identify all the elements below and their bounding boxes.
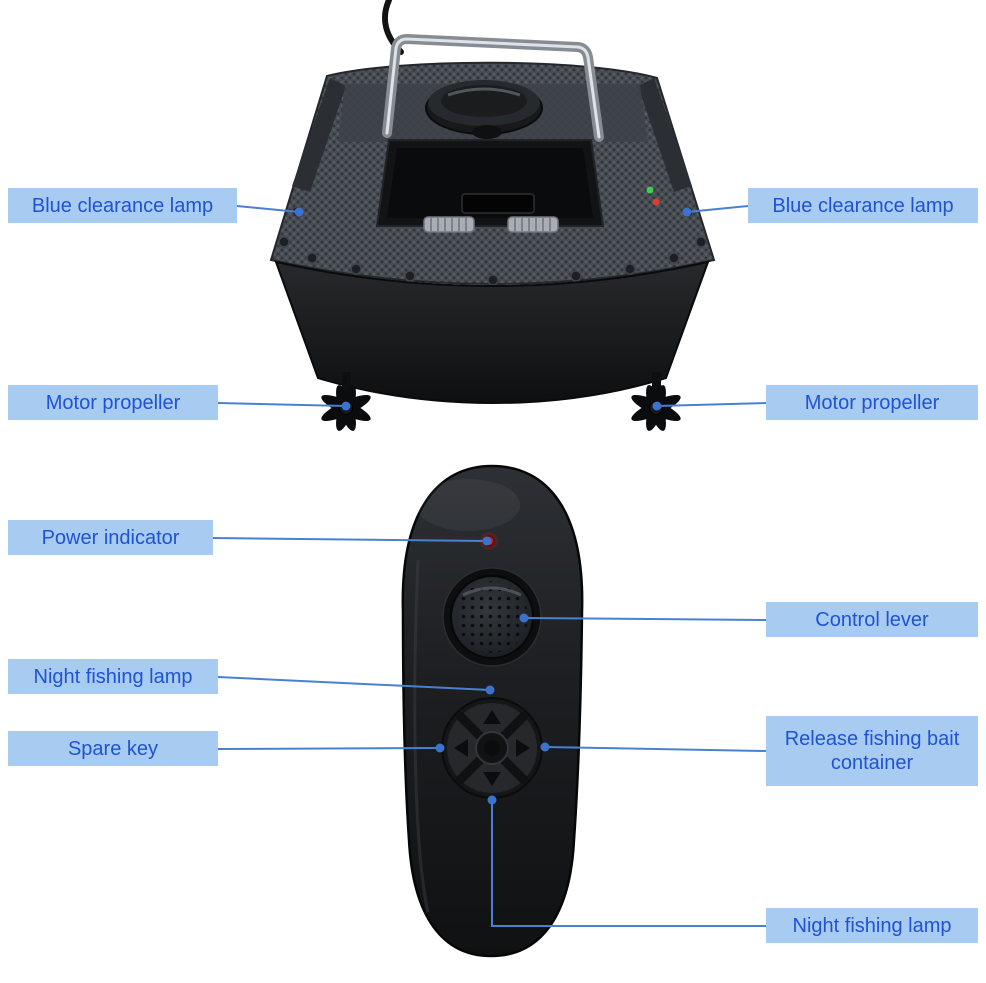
connector xyxy=(212,537,488,542)
red-led xyxy=(652,198,660,206)
label-motor-propeller-left: Motor propeller xyxy=(8,385,218,420)
bait-tank-lid xyxy=(425,80,543,139)
latch-left xyxy=(423,216,475,233)
boat-right-edge-trim xyxy=(638,78,692,192)
hull-screw xyxy=(278,236,290,248)
label-blue-clearance-lamp-left: Blue clearance lamp xyxy=(8,188,237,223)
boat-lower-hull xyxy=(274,260,710,405)
control-lever-knob xyxy=(442,567,542,667)
boat-carry-handle xyxy=(382,34,604,142)
connector xyxy=(217,676,491,691)
connector xyxy=(523,617,767,621)
connector-dots xyxy=(294,207,692,805)
connector xyxy=(217,747,441,750)
remote-top-sheen xyxy=(416,479,520,531)
label-blue-clearance-lamp-right: Blue clearance lamp xyxy=(748,188,978,223)
connector xyxy=(217,402,347,407)
bait-boat-image xyxy=(269,0,716,431)
label-night-fishing-lamp-left: Night fishing lamp xyxy=(8,659,218,694)
connector xyxy=(656,402,767,407)
dpad-left-arrow-icon xyxy=(454,739,468,757)
boat-status-leds xyxy=(646,186,660,206)
dpad-right-arrow-icon xyxy=(516,739,530,757)
label-release-fishing-bait-container: Release fishing bait container xyxy=(766,716,978,786)
boat-left-edge-trim xyxy=(292,78,346,192)
connector-lines xyxy=(212,205,767,927)
connector xyxy=(686,205,749,213)
label-motor-propeller-right: Motor propeller xyxy=(766,385,978,420)
remote-edge-highlight xyxy=(413,559,430,913)
connector xyxy=(236,205,300,213)
dpad xyxy=(441,697,543,799)
latch-right xyxy=(507,216,559,233)
dpad-up-arrow-icon xyxy=(483,710,501,724)
green-led xyxy=(646,186,654,194)
label-night-fishing-lamp-bottom: Night fishing lamp xyxy=(766,908,978,943)
label-spare-key: Spare key xyxy=(8,731,218,766)
boat-display-panel xyxy=(461,193,535,214)
remote-control-image xyxy=(401,464,584,958)
hull-screw-row xyxy=(306,252,680,286)
bait-container-opening xyxy=(375,139,605,227)
connector xyxy=(544,746,767,752)
label-control-lever: Control lever xyxy=(766,602,978,637)
dpad-down-arrow-icon xyxy=(483,772,501,786)
connector xyxy=(491,800,766,927)
hull-screw xyxy=(695,236,707,248)
label-power-indicator: Power indicator xyxy=(8,520,213,555)
